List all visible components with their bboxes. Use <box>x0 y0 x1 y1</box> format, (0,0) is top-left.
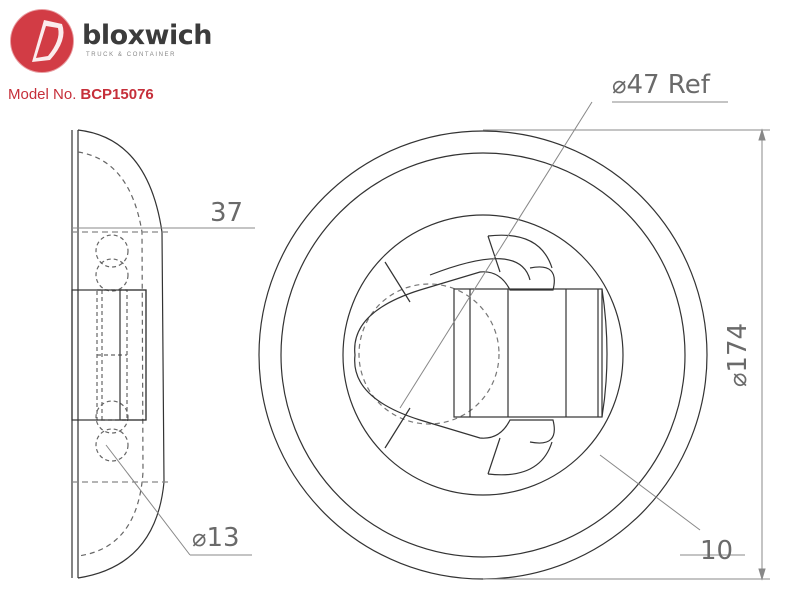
dim-thickness-value: 10 <box>700 536 734 566</box>
brand-tagline: TRUCK & CONTAINER <box>86 52 177 58</box>
model-label: Model No. <box>8 86 77 103</box>
dimension-lines <box>72 101 770 581</box>
dim-outer-diameter-value: 174 <box>723 322 754 373</box>
dim-ref-diameter: ⌀47 Ref <box>612 70 710 100</box>
front-view <box>258 130 708 580</box>
diameter-symbol: ⌀ <box>724 372 753 388</box>
dim-thickness: 10 <box>700 536 733 566</box>
dim-height: 37 <box>210 198 243 228</box>
dim-outer-diameter: ⌀174 <box>723 323 753 387</box>
dim-hole-diameter-value: 13 <box>206 523 240 553</box>
diameter-symbol: ⌀ <box>192 524 207 552</box>
model-number-line: Model No.BCP15076 <box>8 86 154 103</box>
bloxwich-logo-icon <box>9 8 75 74</box>
model-number: BCP15076 <box>80 86 154 103</box>
dim-ref-diameter-value: 47 Ref <box>626 70 710 100</box>
dim-height-value: 37 <box>210 198 244 228</box>
brand-name: bloxwich <box>82 20 212 51</box>
diameter-symbol: ⌀ <box>612 71 627 99</box>
dim-hole-diameter: ⌀13 <box>192 523 240 553</box>
side-view <box>71 129 170 579</box>
